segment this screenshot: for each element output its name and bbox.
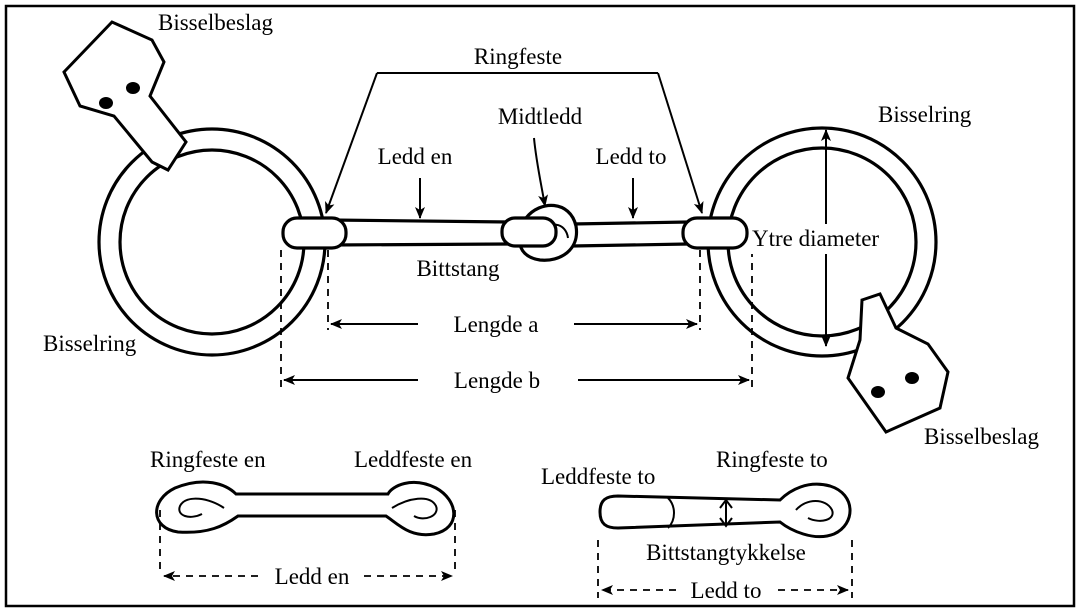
label-bisselring-left: Bisselring bbox=[43, 331, 137, 356]
right-end-boss bbox=[681, 216, 749, 250]
ytre-diameter-label-bg bbox=[750, 224, 903, 254]
label-ledd-to: Ledd to bbox=[596, 144, 667, 169]
label-bisselbeslag-left: Bisselbeslag bbox=[158, 10, 273, 35]
left-bracket-hole-1 bbox=[99, 97, 113, 109]
label-ledd-en: Ledd en bbox=[378, 144, 453, 169]
midtledd-arrow bbox=[533, 137, 548, 207]
label-ytre-diameter: Ytre diameter bbox=[752, 226, 879, 251]
label-ringfeste: Ringfeste bbox=[474, 44, 562, 69]
label-ringfeste-to: Ringfeste to bbox=[716, 447, 828, 472]
right-bracket bbox=[846, 292, 950, 434]
middle-boss bbox=[500, 216, 558, 248]
left-bracket-hole-2 bbox=[126, 82, 140, 94]
detail-ledd-en bbox=[155, 480, 456, 581]
left-bracket bbox=[62, 20, 188, 172]
length-guides bbox=[280, 250, 753, 392]
label-leddfeste-en: Leddfeste en bbox=[354, 447, 473, 472]
outer-frame bbox=[4, 4, 1076, 608]
label-lengde-a: Lengde a bbox=[454, 312, 539, 337]
label-ledd-en-bottom: Ledd en bbox=[275, 564, 350, 589]
left-end-boss bbox=[281, 216, 348, 250]
label-ringfeste-en: Ringfeste en bbox=[150, 447, 266, 472]
right-bracket-hole-1 bbox=[871, 386, 885, 398]
ringfeste-arrows bbox=[325, 72, 704, 214]
label-ledd-to-bottom: Ledd to bbox=[691, 578, 762, 603]
label-bisselbeslag-right: Bisselbeslag bbox=[924, 424, 1039, 449]
label-midtledd: Midtledd bbox=[498, 104, 583, 129]
label-bittstang: Bittstang bbox=[416, 256, 500, 281]
right-bracket-hole-2 bbox=[905, 372, 919, 384]
label-bittstangtykkelse: Bittstangtykkelse bbox=[646, 540, 806, 565]
label-bisselring-right: Bisselring bbox=[878, 102, 972, 127]
label-lengde-b: Lengde b bbox=[454, 368, 540, 393]
mouthpiece bbox=[281, 203, 749, 262]
detail-ledd-to bbox=[597, 482, 853, 598]
label-leddfeste-to: Leddfeste to bbox=[541, 464, 655, 489]
